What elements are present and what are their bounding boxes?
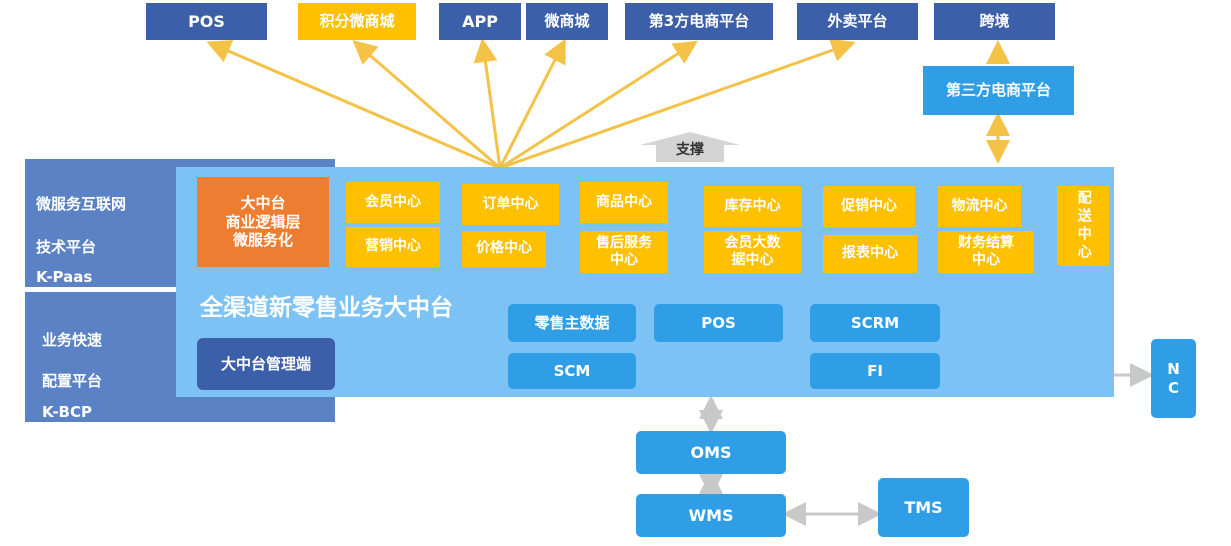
center-finance: 财务结算 中心 [938,231,1034,273]
nc-line1: N [1167,359,1180,378]
center-price: 价格中心 [462,231,546,267]
channel-wechat-mall: 微商城 [526,3,608,40]
channel-app: APP [439,3,521,40]
third-party-ecom-platform: 第三方电商平台 [923,66,1074,115]
channel-points-mall: 积分微商城 [298,3,416,40]
biz-platform-line1: 业务快速 [42,330,103,349]
module-scm: SCM [508,353,636,389]
admin-console: 大中台管理端 [197,338,335,390]
aftersale-line1: 售后服务 [596,234,652,251]
tech-platform-line3: K-Paas [36,267,93,286]
center-aftersale: 售后服务 中心 [580,231,668,273]
biz-platform-line2: 配置平台 [42,371,103,390]
channel-takeout: 外卖平台 [797,3,918,40]
arrow-to-app [473,38,502,169]
center-product: 商品中心 [580,182,668,223]
support-label: 支撑 [676,142,704,159]
module-fi: FI [810,353,940,389]
center-promotion: 促销中心 [823,186,915,227]
arrow-to-third-party [499,40,699,170]
center-delivery: 配送中心 [1057,186,1109,266]
system-wms: WMS [636,494,786,537]
finance-line2: 中心 [972,252,1000,268]
business-logic-layer: 大中台 商业逻辑层 微服务化 [197,177,329,267]
module-scrm: SCRM [810,304,940,342]
logic-line1: 大中台 [240,193,286,212]
center-inventory: 库存中心 [704,186,801,227]
center-report: 报表中心 [823,235,917,273]
logic-line3: 微服务化 [232,231,293,250]
center-order: 订单中心 [462,184,559,225]
arrow-to-takeout [499,38,856,170]
system-tms: TMS [878,478,969,537]
center-member: 会员中心 [346,182,440,223]
tech-platform-line1: 微服务互联网 [36,194,127,213]
module-pos: POS [654,304,783,342]
aftersale-line2: 中心 [610,252,638,268]
arrow-to-pos [206,40,501,170]
channel-third-party-ecom: 第3方电商平台 [625,3,773,40]
center-logistics: 物流中心 [938,186,1021,227]
nc-line2: C [1167,378,1179,397]
member-bigdata-line2: 据中心 [731,252,774,268]
member-bigdata-line1: 会员大数 [724,234,781,251]
core-platform-title: 全渠道新零售业务大中台 [200,294,453,321]
logic-line2: 商业逻辑层 [225,212,301,231]
system-nc: N C [1151,339,1196,418]
module-retail-master-data: 零售主数据 [508,304,636,342]
biz-platform-line3: K-BCP [42,402,92,421]
channel-cross-border: 跨境 [934,3,1055,40]
center-member-bigdata: 会员大数 据中心 [704,231,801,273]
tech-platform-line2: 技术平台 [36,237,97,256]
arrow-to-wechat-mall [498,38,566,169]
center-marketing: 营销中心 [346,227,440,267]
finance-line1: 财务结算 [958,234,1014,251]
arrow-to-points-mall [352,40,501,170]
system-oms: OMS [636,431,786,474]
support-arrow-shape [640,132,740,162]
channel-pos: POS [146,3,267,40]
